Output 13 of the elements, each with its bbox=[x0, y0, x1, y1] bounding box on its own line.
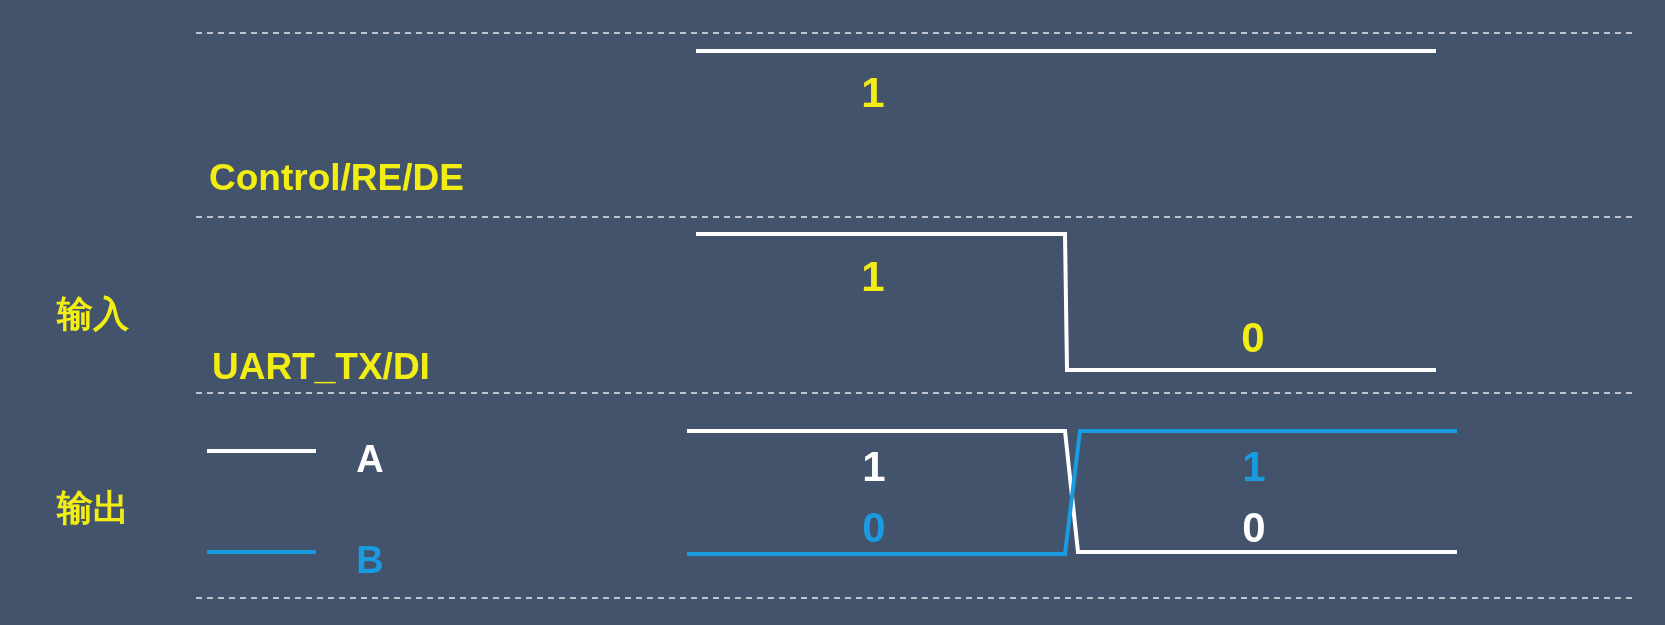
signal-name: UART_TX/DI bbox=[212, 347, 430, 385]
signal-value: 0 bbox=[1242, 507, 1266, 549]
group-label: 输出 bbox=[57, 490, 129, 526]
signal-value: 1 bbox=[1242, 446, 1266, 488]
signal-value: 1 bbox=[862, 446, 886, 488]
legend-label: A bbox=[356, 440, 384, 478]
legend-label: B bbox=[356, 541, 384, 579]
signal-value: 1 bbox=[861, 256, 885, 298]
signal-value: 0 bbox=[862, 507, 886, 549]
signal-value: 1 bbox=[861, 72, 885, 114]
group-label: 输入 bbox=[57, 296, 129, 332]
signal-name: Control/RE/DE bbox=[209, 158, 464, 196]
signal-value: 0 bbox=[1241, 317, 1265, 359]
